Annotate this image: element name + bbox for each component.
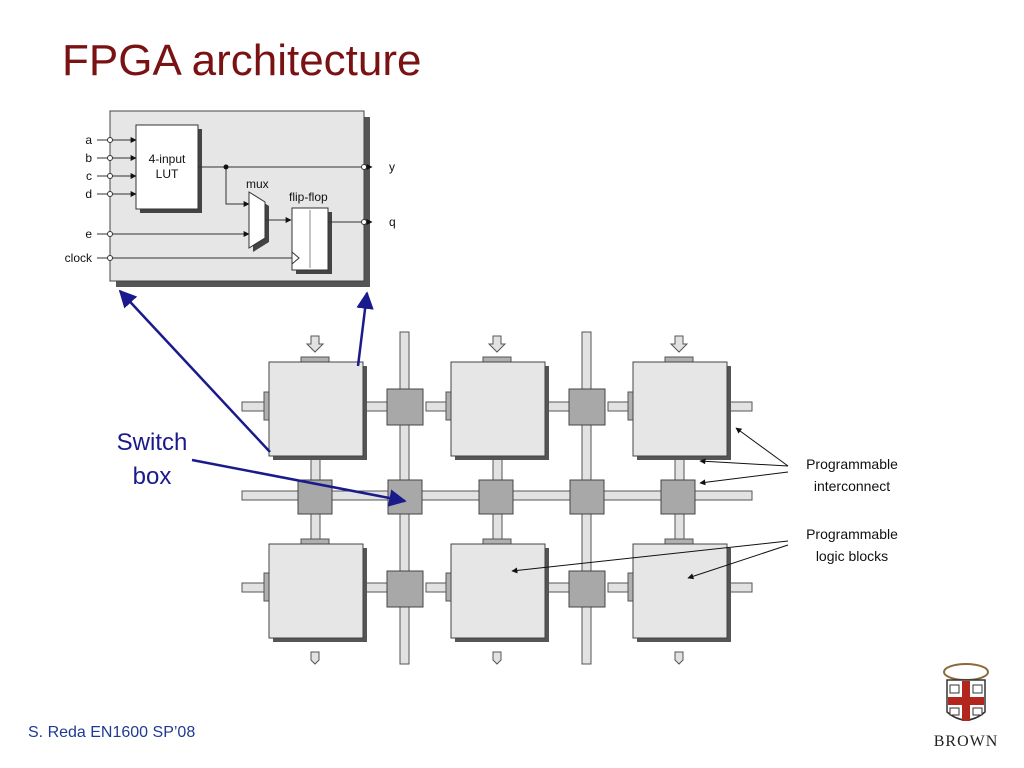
switch-box — [569, 479, 605, 515]
logic-blocks-label-line1: Programmable — [806, 526, 898, 542]
input-label-c: c — [86, 169, 92, 183]
input-label-d: d — [85, 187, 92, 201]
flip-flop-label: flip-flop — [289, 190, 328, 204]
output-label-q: q — [389, 215, 396, 229]
input-label-b: b — [85, 151, 92, 165]
input-label-a: a — [85, 133, 92, 147]
lut-label-line2: LUT — [156, 167, 179, 181]
switch-box — [387, 479, 423, 515]
logic-block-r1c1 — [268, 361, 364, 457]
interconnect-label-line1: Programmable — [806, 456, 898, 472]
logic-block-r2c3 — [632, 543, 728, 639]
footer-text: S. Reda EN1600 SP’08 — [28, 724, 196, 741]
logic-blocks — [268, 361, 731, 642]
switch-box — [386, 570, 424, 608]
switch-box-label-line2: box — [133, 463, 172, 490]
callout-lines — [511, 427, 789, 580]
input-label-e: e — [85, 227, 92, 241]
logo-crest-top — [943, 663, 989, 681]
switch-box — [568, 388, 606, 426]
input-label-clock: clock — [65, 251, 93, 265]
switch-box — [660, 479, 696, 515]
mux-label: mux — [246, 177, 269, 191]
logic-block-r1c2 — [450, 361, 546, 457]
lut-box — [135, 124, 199, 210]
logo-text: BROWN — [934, 733, 999, 750]
interconnect-label-line2: interconnect — [814, 478, 890, 494]
switch-box — [386, 388, 424, 426]
logic-block-detail: 4-input LUT a b c d e clock — [65, 110, 396, 287]
output-label-y: y — [389, 160, 395, 174]
logic-blocks-label-line2: logic blocks — [816, 548, 888, 564]
slide-title: FPGA architecture — [62, 36, 422, 85]
logic-block-r1c3 — [632, 361, 728, 457]
switch-boxes — [297, 388, 696, 608]
zoom-pointers — [118, 289, 407, 507]
switch-box-label-line1: Switch — [117, 429, 188, 456]
logic-block-r2c1 — [268, 543, 364, 639]
mux-shape — [248, 191, 266, 249]
logic-block-r2c2 — [450, 543, 546, 639]
fpga-grid — [241, 331, 753, 665]
switch-box — [568, 570, 606, 608]
switch-box — [478, 479, 514, 515]
brown-logo: BROWN — [934, 663, 999, 750]
lut-label-line1: 4-input — [149, 152, 186, 166]
